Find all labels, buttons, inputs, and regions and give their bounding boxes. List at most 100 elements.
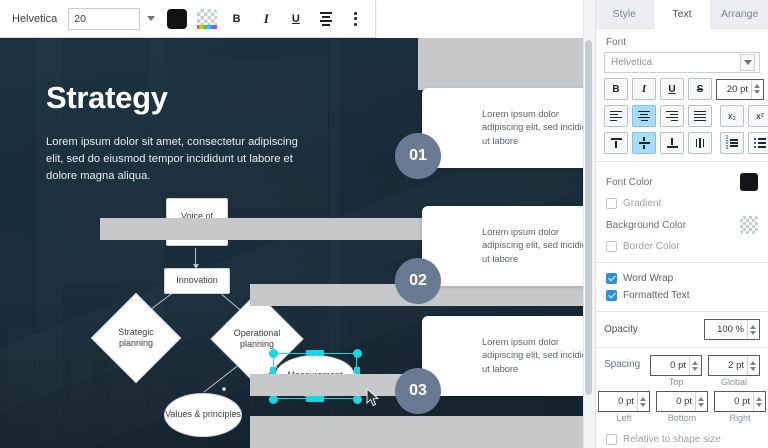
spacing-top-stepper[interactable] [689, 356, 700, 375]
subscript-icon: x₂ [728, 111, 736, 121]
opacity-field[interactable] [704, 319, 760, 340]
spacing-global-stepper[interactable] [747, 356, 758, 375]
canvas-viewport[interactable]: Strategy Lorem ipsum dolor sit amet, con… [0, 38, 583, 448]
spacing-right-stepper[interactable] [753, 392, 764, 411]
background-color-swatch[interactable] [740, 216, 758, 234]
panel-bold-button[interactable]: B [604, 78, 628, 100]
gradient-row: Gradient [596, 195, 768, 212]
tab-arrange[interactable]: Arrange [711, 0, 768, 29]
text-direction-button[interactable] [688, 132, 712, 154]
selection-handle-top-right[interactable] [353, 349, 362, 358]
subscript-button[interactable]: x₂ [720, 105, 744, 127]
spacing-top-field[interactable] [650, 355, 702, 376]
node-operational-planning[interactable]: Operational planning [210, 292, 304, 386]
slide-canvas[interactable]: Strategy Lorem ipsum dolor sit amet, con… [0, 38, 583, 448]
font-family-select[interactable]: Helvetica [604, 52, 760, 73]
divider-3 [596, 311, 768, 312]
panel-underline-button[interactable]: U [660, 78, 684, 100]
relative-to-shape-checkbox[interactable] [606, 434, 617, 445]
spacing-right-caption: Right [729, 413, 751, 423]
align-middle-icon [638, 137, 650, 149]
font-size-input[interactable] [717, 79, 751, 99]
selection-handle-bottom-center[interactable] [306, 396, 324, 402]
font-size-dropdown-button[interactable] [142, 8, 162, 30]
spacing-global-field[interactable] [708, 355, 760, 376]
italic-label: I [641, 83, 647, 95]
bulleted-list-button[interactable] [748, 132, 768, 154]
node-innovation[interactable]: Innovation [164, 268, 230, 294]
align-center-button[interactable] [632, 105, 656, 127]
gradient-label: Gradient [623, 198, 662, 209]
toolbar-font-size-input[interactable]: 20 [68, 7, 140, 30]
spacing-global-input[interactable] [709, 356, 747, 375]
selection-handle-bottom-left[interactable] [269, 395, 278, 404]
border-color-checkbox[interactable] [606, 241, 617, 252]
gradient-checkbox[interactable] [606, 198, 617, 209]
align-justify-icon [694, 110, 706, 122]
spacing-left-field[interactable] [598, 391, 650, 412]
superscript-button[interactable]: x² [748, 105, 768, 127]
spacing-row-top: Spacing Top Global [604, 355, 760, 387]
horizontal-align-row: x₂ x² [596, 105, 768, 127]
more-options-button[interactable] [341, 6, 369, 32]
selection-handle-top-center[interactable] [306, 350, 324, 356]
text-style-row: B I U S [596, 78, 768, 100]
spacing-top-input[interactable] [651, 356, 689, 375]
align-justify-button[interactable] [688, 105, 712, 127]
selection-handle-bottom-right[interactable] [353, 395, 362, 404]
card-03[interactable]: Lorem ipsum dolor adipiscing elit, sed i… [422, 316, 583, 396]
bold-button[interactable]: B [232, 12, 241, 25]
slide-title: Strategy [46, 80, 168, 115]
spacing-left-cell: Left [598, 391, 650, 423]
align-top-icon [610, 138, 622, 148]
spacing-right-field[interactable] [714, 391, 766, 412]
font-color-swatch[interactable] [167, 8, 187, 29]
align-left-icon [610, 110, 622, 122]
align-right-button[interactable] [660, 105, 684, 127]
selection-handle-top-left[interactable] [269, 349, 278, 358]
bulleted-list-icon [753, 137, 767, 149]
align-top-button[interactable] [604, 132, 628, 154]
spacing-bottom-field[interactable] [656, 391, 708, 412]
font-color-swatch-panel[interactable] [740, 173, 758, 191]
align-button[interactable] [312, 6, 340, 32]
align-middle-button[interactable] [632, 132, 656, 154]
fill-color-swatch[interactable] [197, 8, 217, 29]
align-bottom-button[interactable] [660, 132, 684, 154]
panel-font-size-field[interactable] [716, 78, 764, 100]
underline-button[interactable]: U [291, 12, 300, 25]
connector-arrow-innovation [193, 264, 199, 269]
align-left-button[interactable] [604, 105, 628, 127]
spacing-bottom-caption: Bottom [667, 413, 697, 423]
formatted-text-row: Formatted Text [596, 287, 768, 304]
underline-label: U [668, 83, 676, 95]
panel-strikethrough-button[interactable]: S [688, 78, 712, 100]
opacity-stepper[interactable] [747, 320, 758, 339]
canvas-vertical-scrollbar[interactable] [585, 40, 592, 395]
opacity-input[interactable] [705, 320, 747, 339]
spacing-bottom-stepper[interactable] [695, 392, 706, 411]
node-strategic-planning[interactable]: Strategic planning [90, 292, 182, 384]
background-color-row: Background Color [596, 212, 768, 238]
card-02[interactable]: Lorem ipsum dolor adipiscing elit, sed i… [422, 206, 583, 286]
italic-button[interactable]: I [263, 10, 269, 26]
chevron-down-icon[interactable] [740, 54, 755, 71]
spacing-left-input[interactable] [599, 392, 637, 411]
spacing-right-input[interactable] [715, 392, 753, 411]
font-size-stepper[interactable] [751, 79, 762, 99]
panel-italic-button[interactable]: I [632, 78, 656, 100]
card-01[interactable]: Lorem ipsum dolor adipiscing elit, sed i… [422, 88, 583, 168]
word-wrap-checkbox[interactable] [606, 273, 617, 284]
opacity-row: Opacity [596, 319, 768, 340]
toolbar-font-name[interactable]: Helvetica [12, 12, 58, 25]
tab-style[interactable]: Style [596, 0, 654, 29]
node-values-and-principles[interactable]: Values & principles [164, 393, 242, 437]
spacing-bottom-input[interactable] [657, 392, 695, 411]
border-color-row: Border Color [596, 238, 768, 255]
tab-text[interactable]: Text [653, 0, 712, 29]
formatted-text-checkbox[interactable] [606, 290, 617, 301]
card-text: Lorem ipsum dolor adipiscing elit, sed i… [482, 109, 583, 146]
spacing-left-stepper[interactable] [637, 392, 648, 411]
